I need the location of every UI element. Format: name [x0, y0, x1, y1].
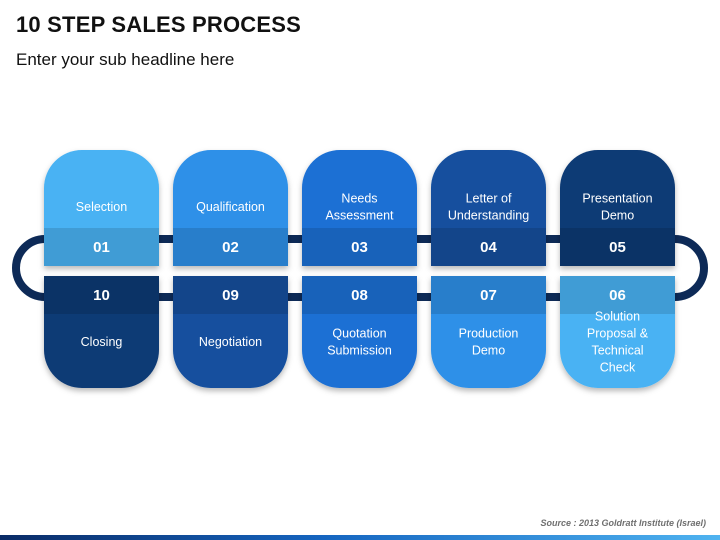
step-number: 04: [480, 239, 497, 256]
step-label: Quotation: [332, 327, 386, 341]
step-label: Check: [600, 361, 636, 375]
step-card-shape: [173, 150, 288, 266]
step-number-band: [302, 276, 417, 314]
step-label: Assessment: [325, 209, 394, 223]
step-number-band: [431, 228, 546, 266]
page-title: 10 STEP SALES PROCESS: [16, 12, 302, 37]
step-card: 01 Selection: [44, 150, 159, 266]
step-label: Solution: [595, 310, 640, 324]
step-card: 02 Qualification: [173, 150, 288, 266]
step-card: 04 Letter of Understanding: [431, 150, 546, 266]
step-card-shape: [560, 150, 675, 266]
step-card-shape: [44, 276, 159, 388]
step-number: 05: [609, 239, 626, 256]
step-label: Negotiation: [199, 335, 262, 349]
step-label: Closing: [81, 335, 123, 349]
step-number-band: [173, 276, 288, 314]
step-label: Needs: [341, 192, 377, 206]
step-card-shape: [44, 150, 159, 266]
step-label: Technical: [591, 344, 643, 358]
step-label: Production: [459, 327, 519, 341]
step-card-shape: [302, 150, 417, 266]
step-number: 01: [93, 239, 110, 256]
step-card-shape: [302, 276, 417, 388]
step-number-band: [302, 228, 417, 266]
step-number: 07: [480, 287, 497, 304]
step-number-band: [44, 276, 159, 314]
step-label: Submission: [327, 344, 392, 358]
step-label: Demo: [601, 209, 634, 223]
step-card-shape: [560, 276, 675, 388]
footer-gradient-bar: [0, 535, 720, 540]
bottom-row-steps: 10Closing09Negotiation08QuotationSubmiss…: [44, 276, 675, 388]
step-label: Qualification: [196, 200, 265, 214]
step-number-band: [560, 228, 675, 266]
step-number: 08: [351, 287, 368, 304]
step-label: Understanding: [448, 209, 529, 223]
source-note: Source : 2013 Goldratt Institute (Israel…: [540, 518, 706, 528]
step-card-shape: [431, 276, 546, 388]
step-number-band: [431, 276, 546, 314]
step-number: 02: [222, 239, 239, 256]
step-card-shape: [431, 150, 546, 266]
step-number: 09: [222, 287, 239, 304]
step-label: Proposal &: [587, 327, 649, 341]
step-number: 03: [351, 239, 368, 256]
step-number: 10: [93, 287, 110, 304]
step-label: Selection: [76, 200, 127, 214]
step-label: Presentation: [582, 192, 652, 206]
step-label: Demo: [472, 344, 505, 358]
step-label: Letter of: [466, 192, 512, 206]
page-subtitle: Enter your sub headline here: [16, 50, 235, 69]
step-number-band: [173, 228, 288, 266]
top-row-steps: 01 Selection 02 Qualification 03 NeedsAssessm…: [44, 150, 675, 266]
step-number-band: [560, 276, 675, 314]
step-number: 06: [609, 287, 626, 304]
step-number-band: [44, 228, 159, 266]
step-card-shape: [173, 276, 288, 388]
